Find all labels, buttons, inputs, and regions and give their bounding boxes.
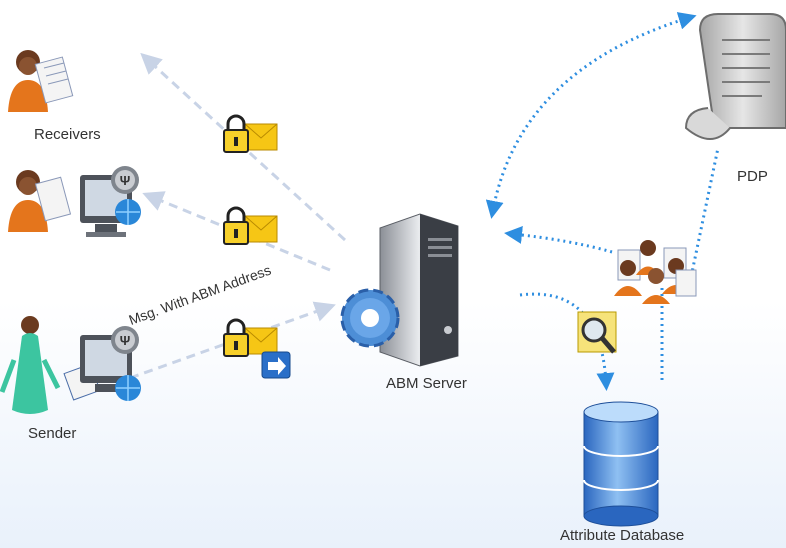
- magnifier-icon: [577, 311, 617, 354]
- group-icon: [614, 240, 697, 304]
- receiver-person-icon: [8, 50, 74, 112]
- sender-icon: Ψ: [0, 316, 141, 414]
- svg-text:Ψ: Ψ: [120, 173, 131, 188]
- flow-arrow-from-sender: [129, 301, 336, 380]
- scroll-icon: [684, 13, 786, 140]
- dotted-link-server-pdp: [485, 12, 697, 219]
- database-icon: [583, 401, 659, 527]
- shortcut-arrow-icon: [261, 351, 291, 379]
- dotted-link-group-server: [504, 225, 613, 254]
- gear-icon: [340, 288, 400, 348]
- attribute-database-label: Attribute Database: [560, 527, 685, 544]
- receiver-workstation-icon: Ψ: [8, 166, 141, 237]
- sender-label: Sender: [28, 425, 77, 442]
- dotted-link-group-pdp: [688, 147, 720, 283]
- pdp-label: PDP: [737, 168, 768, 185]
- server-icon: [379, 213, 459, 367]
- lock-envelope-icon: [223, 206, 278, 245]
- lock-envelope-icon: [223, 318, 278, 357]
- abm-server-label: ABM Server: [386, 375, 467, 392]
- lock-envelope-icon: [223, 114, 278, 153]
- receivers-label: Receivers: [34, 126, 101, 143]
- svg-text:Ψ: Ψ: [120, 333, 131, 348]
